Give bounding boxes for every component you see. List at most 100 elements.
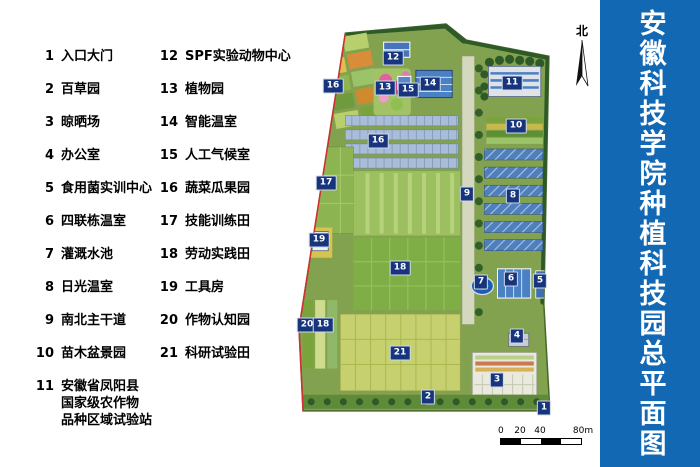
scale-segment — [501, 439, 521, 444]
legend-item-12: 12 SPF实验动物中心 — [158, 40, 300, 73]
scale-track — [500, 438, 582, 445]
scale-segment — [561, 439, 581, 444]
scale-label-80: 80m — [572, 426, 594, 436]
legend-item-number: 21 — [159, 346, 178, 361]
legend-item-number: 3 — [44, 115, 54, 130]
map-marker-16: 16 — [322, 78, 344, 94]
compass: 北 — [565, 24, 599, 94]
north-arrow-icon — [576, 39, 589, 87]
legend-item-number: 5 — [44, 181, 54, 196]
legend-item-21: 21 科研试验田 — [158, 337, 300, 370]
legend-item-label: 蔬菜瓜果园 — [185, 181, 251, 196]
legend-column-1: 1 入口大门 2 百草园 3 晾晒场 4 办公室 5 食用菌实训中心 6 四联栋温室 7 灌溉… — [34, 40, 152, 429]
map-marker-11: 11 — [501, 75, 523, 91]
legend-item-5: 5 食用菌实训中心 — [34, 172, 152, 205]
legend-item-number: 11 — [35, 379, 54, 394]
legend-item-6: 6 四联栋温室 — [34, 205, 152, 238]
legend-item-label: 劳动实践田 — [185, 247, 251, 262]
compass-north-label: 北 — [575, 24, 588, 38]
map-marker-3: 3 — [489, 372, 505, 388]
legend-item-number: 1 — [44, 49, 54, 64]
legend-item-number: 9 — [44, 313, 54, 328]
legend-item-number: 2 — [44, 82, 54, 97]
legend-item-number: 13 — [159, 82, 178, 97]
map-marker-19: 19 — [308, 232, 330, 248]
legend-item-label: 入口大门 — [61, 49, 114, 64]
map-marker-9: 9 — [459, 186, 475, 202]
legend-item-number: 19 — [159, 280, 178, 295]
legend-item-number: 4 — [44, 148, 54, 163]
map-marker-13: 13 — [374, 80, 396, 96]
map-marker-4: 4 — [509, 328, 525, 344]
scale-label-40: 40 — [534, 426, 546, 436]
scale-bar: 0 20 40 80m — [498, 426, 600, 445]
legend: 1 入口大门 2 百草园 3 晾晒场 4 办公室 5 食用菌实训中心 6 四联栋温室 7 灌溉… — [34, 40, 300, 429]
legend-item-8: 8 日光温室 — [34, 271, 152, 304]
legend-item-4: 4 办公室 — [34, 139, 152, 172]
legend-item-label: 智能温室 — [185, 115, 238, 130]
poster-title: 安徽科技学院种植科技园总平面图 — [634, 8, 666, 459]
legend-item-label: 晾晒场 — [61, 115, 101, 130]
legend-item-number: 20 — [159, 313, 178, 328]
legend-item-label: 南北主干道 — [61, 313, 127, 328]
legend-item-number: 14 — [159, 115, 178, 130]
map-marker-6: 6 — [503, 271, 519, 287]
scale-segment — [521, 439, 541, 444]
scale-label-0: 0 — [498, 426, 504, 436]
legend-item-17: 17 技能训练田 — [158, 205, 300, 238]
region-research-field-21 — [340, 313, 461, 392]
legend-item-label: 四联栋温室 — [61, 214, 127, 229]
legend-item-label: 技能训练田 — [185, 214, 251, 229]
legend-item-18: 18 劳动实践田 — [158, 238, 300, 271]
legend-item-15: 15 人工气候室 — [158, 139, 300, 172]
map-marker-12: 12 — [382, 50, 404, 66]
legend-item-number: 12 — [159, 49, 178, 64]
map-marker-2: 2 — [420, 389, 436, 405]
site-plan-map: 16 13 12 15 14 11 10 16 17 9 8 19 18 7 6… — [295, 18, 567, 430]
legend-item-3: 3 晾晒场 — [34, 106, 152, 139]
legend-item-14: 14 智能温室 — [158, 106, 300, 139]
map-marker-8: 8 — [505, 188, 521, 204]
legend-item-label: 灌溉水池 — [61, 247, 114, 262]
legend-item-label: 科研试验田 — [185, 346, 251, 361]
legend-item-7: 7 灌溉水池 — [34, 238, 152, 271]
legend-item-label: SPF实验动物中心 — [185, 49, 291, 64]
legend-item-number: 8 — [44, 280, 54, 295]
map-marker-7: 7 — [473, 274, 489, 290]
legend-item-label: 安徽省凤阳县 国家级农作物 品种区域试验站 — [61, 379, 153, 428]
legend-item-number: 17 — [159, 214, 178, 229]
legend-item-number: 10 — [35, 346, 54, 361]
region-crop-strips-20-18 — [303, 300, 338, 369]
map-marker-14: 14 — [419, 76, 441, 92]
legend-item-19: 19 工具房 — [158, 271, 300, 304]
legend-item-number: 15 — [159, 148, 178, 163]
legend-item-1: 1 入口大门 — [34, 40, 152, 73]
legend-item-9: 9 南北主干道 — [34, 304, 152, 337]
region-center-fields — [353, 171, 461, 236]
map-marker-10: 10 — [505, 118, 527, 134]
legend-item-label: 苗木盆景园 — [61, 346, 127, 361]
legend-item-number: 18 — [159, 247, 178, 262]
legend-item-label: 办公室 — [61, 148, 101, 163]
legend-item-label: 人工气候室 — [185, 148, 251, 163]
legend-item-label: 食用菌实训中心 — [61, 181, 153, 196]
legend-item-number: 7 — [44, 247, 54, 262]
scale-labels: 0 20 40 80m — [498, 426, 600, 437]
map-marker-1: 1 — [536, 400, 552, 416]
legend-item-label: 工具房 — [185, 280, 225, 295]
legend-item-10: 10 苗木盆景园 — [34, 337, 152, 370]
legend-item-20: 20 作物认知园 — [158, 304, 300, 337]
legend-item-2: 2 百草园 — [34, 73, 152, 106]
legend-item-label: 日光温室 — [61, 280, 114, 295]
title-banner: 安徽科技学院种植科技园总平面图 — [600, 0, 700, 467]
legend-item-label: 作物认知园 — [185, 313, 251, 328]
map-marker-18: 18 — [389, 260, 411, 276]
site-plan-svg — [298, 23, 551, 412]
legend-item-number: 6 — [44, 214, 54, 229]
map-marker-17: 17 — [315, 175, 337, 191]
map-marker-15: 15 — [397, 82, 419, 98]
legend-item-label: 百草园 — [61, 82, 101, 97]
